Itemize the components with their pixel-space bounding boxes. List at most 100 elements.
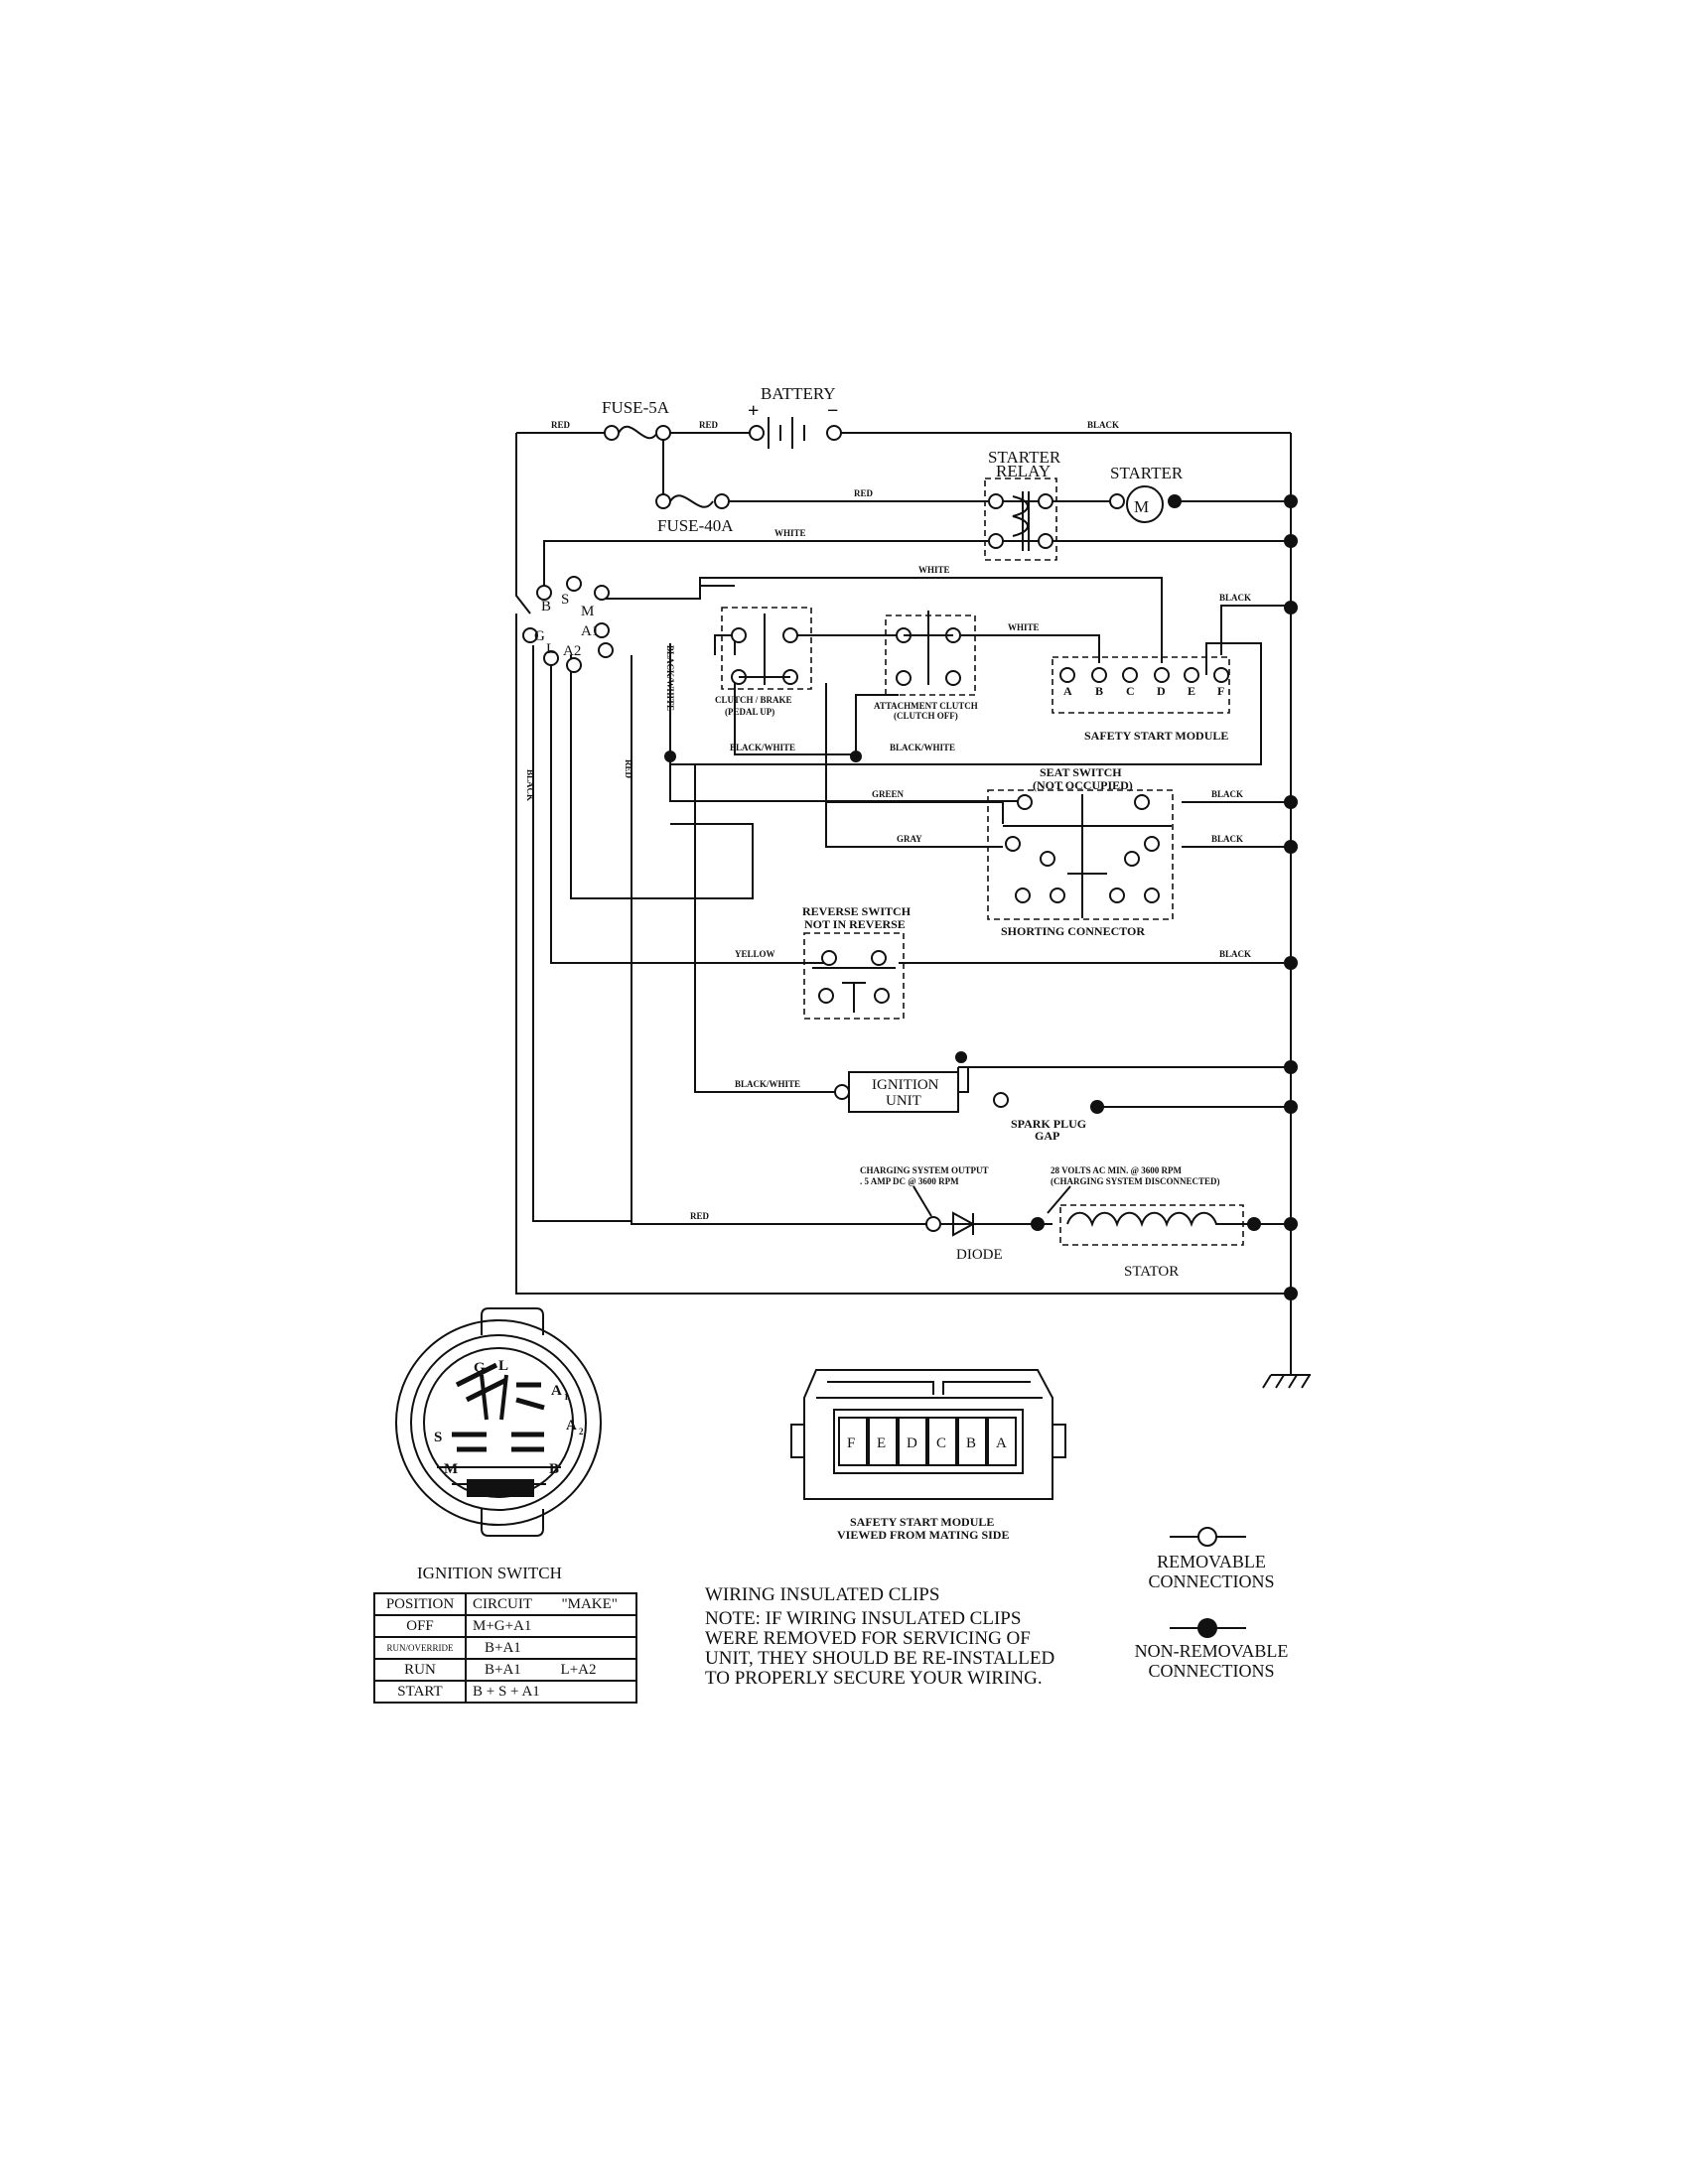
seat-switch-box xyxy=(987,789,1174,920)
reverse-switch-label-1: REVERSE SWITCH xyxy=(802,904,912,918)
wire-label-black-vertical: BLACK xyxy=(525,769,535,801)
reverse-switch-label-2: NOT IN REVERSE xyxy=(804,917,906,931)
legend-nonremovable-1: NON-REMOVABLE xyxy=(1134,1641,1289,1661)
table-row: START B + S + A1 xyxy=(373,1680,637,1704)
starter-relay-label-2: RELAY xyxy=(996,462,1051,480)
row-start-circuit-text: B + S + A1 xyxy=(473,1683,540,1700)
note-line-2: NOTE: IF WIRING INSULATED CLIPS xyxy=(705,1608,1022,1629)
wire-label-red-4: RED xyxy=(690,1211,710,1221)
seat-switch-contacts xyxy=(1003,794,1172,918)
note-line-5: TO PROPERLY SECURE YOUR WIRING. xyxy=(705,1668,1043,1689)
charging-output-label-1: CHARGING SYSTEM OUTPUT xyxy=(860,1165,989,1175)
wire-label-white-3: WHITE xyxy=(1008,622,1040,632)
face-terminal-l: L xyxy=(498,1358,508,1374)
attachment-clutch-contacts xyxy=(896,611,961,686)
reverse-switch-contacts xyxy=(812,950,896,1013)
wire-label-bw-vertical: BLACK/WHITE xyxy=(665,645,675,711)
switch-terminal-g: G xyxy=(534,628,545,644)
fuse-40a xyxy=(655,493,730,509)
wire-label-bw-3: BLACK/WHITE xyxy=(735,1079,800,1089)
face-terminal-g: G xyxy=(474,1360,486,1376)
battery-minus: − xyxy=(827,400,838,422)
module-terminal-d: D xyxy=(1157,684,1166,698)
ssm-view-label-1: SAFETY START MODULE xyxy=(850,1515,994,1529)
safety-start-module-box xyxy=(1052,656,1230,714)
face-terminal-a2: A xyxy=(566,1418,577,1433)
battery-symbol xyxy=(749,417,842,449)
stator-label: STATOR xyxy=(1124,1264,1179,1280)
module-terminal-c: C xyxy=(1126,684,1135,698)
ignition-switch-face xyxy=(395,1307,602,1537)
wiring-notes: WIRING INSULATED CLIPS NOTE: IF WIRING I… xyxy=(705,1585,1102,1689)
table-row: RUN B+A1 L+A2 xyxy=(373,1658,637,1682)
module-terminal-f: F xyxy=(1217,684,1224,698)
ignition-switch-terminals xyxy=(522,576,614,673)
starter-relay-coil xyxy=(988,491,1053,551)
safety-start-connector-view xyxy=(790,1369,1066,1500)
attachment-clutch-label-2: (CLUTCH OFF) xyxy=(894,711,958,721)
wires xyxy=(515,432,1311,1389)
clutch-brake-box xyxy=(721,607,812,690)
wire-label-black-1: BLACK xyxy=(1087,420,1119,430)
wire-label-black-3: BLACK xyxy=(1211,789,1243,799)
legend-removable-symbol xyxy=(1197,1527,1217,1547)
fuse-5a xyxy=(604,425,671,441)
legend-removable-1: REMOVABLE xyxy=(1157,1552,1266,1571)
wire-label-black-5: BLACK xyxy=(1219,949,1251,959)
module-terminal-a: A xyxy=(1063,684,1072,698)
row-start-position: START xyxy=(373,1680,467,1704)
wire-label-bw-1: BLACK/WHITE xyxy=(730,743,795,752)
row-off-circuit: M+G+A1 xyxy=(465,1614,637,1638)
row-run-circuit: B+A1 L+A2 xyxy=(465,1658,637,1682)
switch-terminal-m: M xyxy=(581,604,594,619)
battery-plus: + xyxy=(748,400,759,422)
face-terminal-a1: A xyxy=(551,1383,562,1399)
ignition-unit-input xyxy=(834,1084,850,1100)
connector-pin-d: D xyxy=(907,1435,917,1451)
starter-motor-m: M xyxy=(1134,497,1149,516)
header-position: POSITION xyxy=(373,1592,467,1616)
header-circuit: CIRCUIT "MAKE" xyxy=(465,1592,637,1616)
note-line-3: WERE REMOVED FOR SERVICING OF xyxy=(705,1628,1031,1649)
wire-label-black-2: BLACK xyxy=(1219,593,1251,603)
row-off-circuit-text: M+G+A1 xyxy=(473,1617,532,1634)
starter-label: STARTER xyxy=(1110,464,1184,482)
starter-relay-box xyxy=(984,478,1057,561)
wire-label-white-1: WHITE xyxy=(774,528,806,538)
table-row: RUN/OVERRIDE B+A1 xyxy=(373,1636,637,1660)
header-make-text: "MAKE" xyxy=(561,1595,618,1612)
face-terminal-s: S xyxy=(434,1430,442,1445)
shorting-connector-label: SHORTING CONNECTOR xyxy=(1001,924,1145,938)
row-run-extra: L+A2 xyxy=(560,1661,597,1678)
fuse-40a-label: FUSE-40A xyxy=(657,516,734,535)
wire-label-gray: GRAY xyxy=(897,834,922,844)
note-line-1: WIRING INSULATED CLIPS xyxy=(705,1584,940,1605)
spark-plug-label-2: GAP xyxy=(1035,1129,1059,1143)
starter-relay-label-1: STARTER xyxy=(988,448,1061,467)
row-run-circuit-text: B+A1 xyxy=(485,1661,521,1678)
fuse-5a-label: FUSE-5A xyxy=(602,398,670,417)
clutch-brake-contacts xyxy=(731,614,798,685)
ssm-view-label-2: VIEWED FROM MATING SIDE xyxy=(837,1528,1009,1542)
connector-pin-b: B xyxy=(966,1435,976,1451)
row-run-override-position: RUN/OVERRIDE xyxy=(373,1636,467,1660)
connections-legend: REMOVABLE CONNECTIONS NON-REMOVABLE CONN… xyxy=(1122,1514,1301,1681)
stator-coil xyxy=(1066,1211,1249,1228)
starter-motor xyxy=(1109,485,1182,523)
face-terminal-a1-sub: 1 xyxy=(564,1392,569,1402)
legend-nonremovable-symbol xyxy=(1197,1618,1217,1638)
ignition-unit-label-1: IGNITION xyxy=(872,1077,939,1093)
wire-label-red-3: RED xyxy=(854,488,874,498)
face-terminal-a2-sub: 2 xyxy=(579,1427,584,1436)
safety-start-module-label: SAFETY START MODULE xyxy=(1084,729,1228,743)
clutch-brake-label-1: CLUTCH / BRAKE xyxy=(715,695,792,705)
module-terminal-e: E xyxy=(1188,684,1195,698)
connector-pin-a: A xyxy=(996,1435,1007,1451)
ignition-switch-title: IGNITION SWITCH xyxy=(417,1564,562,1582)
ignition-switch-table: POSITION CIRCUIT "MAKE" OFF M+G+A1 RUN/O… xyxy=(373,1592,637,1704)
seat-switch-label-1: SEAT SWITCH xyxy=(1040,765,1122,779)
wire-label-red-1: RED xyxy=(551,420,571,430)
battery-label: BATTERY xyxy=(761,384,836,403)
attachment-clutch-label-1: ATTACHMENT CLUTCH xyxy=(874,701,978,711)
note-line-4: UNIT, THEY SHOULD BE RE-INSTALLED xyxy=(705,1648,1055,1669)
